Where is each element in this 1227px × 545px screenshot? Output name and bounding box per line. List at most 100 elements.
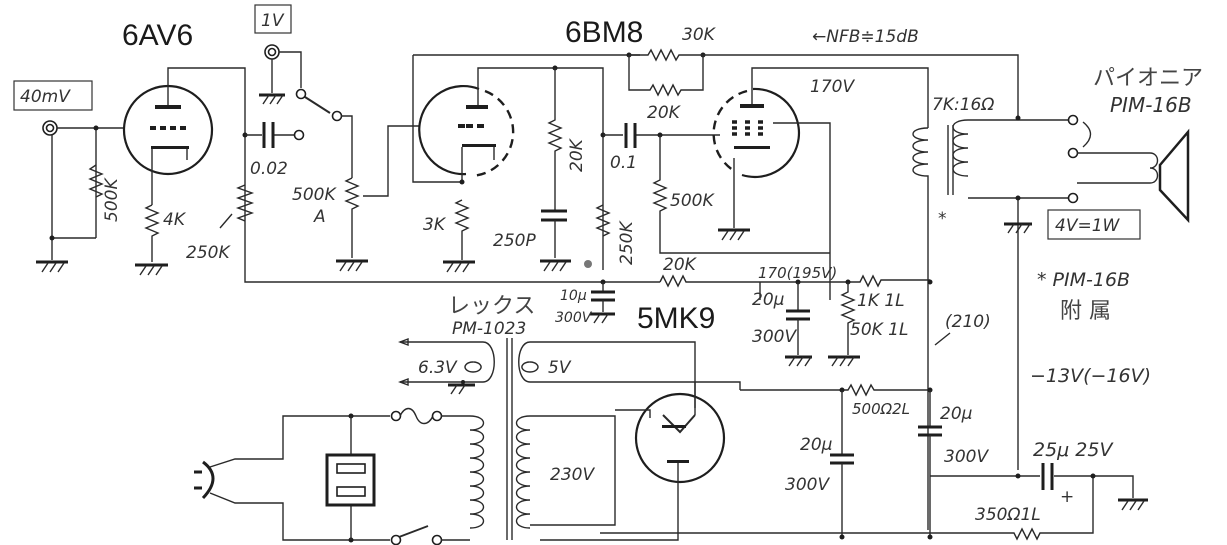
input-level-label: 40mV — [20, 87, 71, 107]
ground-icon — [336, 259, 368, 272]
resistor-4k — [144, 204, 160, 262]
resistor-20k-nfb — [628, 55, 704, 97]
label-20u-screen-voltage: 300V — [752, 327, 797, 347]
output-transformer — [912, 119, 1070, 530]
speaker-icon — [1158, 128, 1190, 224]
ground-icon — [540, 259, 571, 272]
noise-filter-box — [325, 416, 376, 540]
output-level-label: 4V=1W — [1055, 216, 1121, 236]
tube-6bm8-triode — [412, 54, 640, 270]
footnote-note: 附 属 — [1060, 299, 1111, 324]
ground-icon — [1118, 498, 1148, 511]
tube-6bm8-pentode — [712, 67, 929, 300]
label-20u-filter-2: 20μ — [940, 404, 973, 424]
speaker-maker: パイオニア — [1093, 66, 1203, 91]
capacitor-20u-screen — [785, 282, 812, 367]
label-20u-filter-1: 20μ — [800, 435, 833, 455]
aux-level-box: 1V — [254, 4, 292, 34]
label-pot-taper: A — [313, 207, 326, 227]
label-500k-input: 500K — [102, 177, 122, 222]
ground-icon — [36, 260, 68, 273]
label-300v-filter-2: 300V — [944, 447, 989, 467]
aux-level-label: 1V — [261, 11, 285, 31]
tube-label-6av6: 6AV6 — [122, 19, 193, 52]
label-350ohm: 350Ω1L — [975, 505, 1041, 525]
resistor-30k-nfb — [629, 48, 1019, 118]
label-20k-nfb: 20K — [647, 103, 682, 123]
label-10u: 10μ — [560, 288, 587, 304]
footnote-model: * PIM-16B — [1037, 269, 1130, 291]
ground-icon — [443, 260, 475, 273]
label-500k-pot: 500K — [292, 185, 337, 205]
label-bias-polarity: + — [1060, 487, 1074, 507]
ground-icon — [448, 383, 475, 395]
ground-icon — [828, 355, 860, 367]
label-20k-decoupling: 20K — [663, 255, 698, 275]
capacitor-20u-filter-2 — [918, 390, 942, 536]
ground-icon — [259, 93, 285, 105]
capacitor-250p — [541, 209, 567, 258]
resistor-500k-grid — [652, 135, 830, 254]
label-ot-ratio: 7K:16Ω — [932, 95, 994, 115]
label-5v: 5V — [548, 358, 572, 378]
power-transformer — [400, 338, 741, 540]
nfb-label: ←NFB≑15dB — [812, 27, 919, 47]
tap-jumper — [1082, 121, 1092, 148]
resistor-500k-input — [88, 164, 104, 198]
capacitor-10u — [590, 282, 615, 324]
b-plus-rail — [244, 265, 930, 300]
label-screen-voltage: 170(195V) — [758, 264, 837, 282]
power-switch[interactable] — [390, 525, 471, 545]
ground-icon — [718, 228, 750, 241]
tube-label-5mk9: 5MK9 — [637, 302, 715, 335]
input-level-box: 40mV — [13, 80, 93, 111]
pt-model: PM-1023 — [452, 319, 526, 339]
tap-terminal[interactable] — [1067, 147, 1079, 159]
label-300v-filter-1: 300V — [785, 475, 830, 495]
tube-5mk9 — [540, 382, 726, 541]
label-30k-nfb: 30K — [682, 25, 717, 45]
label-50k: 50K 1L — [850, 320, 908, 340]
label-b-plus: (210) — [945, 312, 991, 332]
tap-terminal[interactable] — [1067, 114, 1079, 126]
label-20u-screen: 20μ — [752, 290, 785, 310]
volume-pot[interactable] — [344, 125, 420, 258]
label-500ohm: 500Ω2L — [852, 400, 910, 418]
label-3k: 3K — [423, 215, 447, 235]
label-250k-plate: 250K — [186, 243, 231, 263]
label-25u: 25μ 25V — [1033, 439, 1114, 461]
resistor-250k-triode — [595, 204, 611, 237]
coupling-terminal[interactable] — [293, 129, 305, 141]
resistor-500ohm — [740, 383, 930, 397]
capacitor-25u-bias — [1041, 463, 1054, 490]
output-level-box: 4V=1W — [1047, 209, 1141, 240]
label-plate-voltage: 170V — [810, 77, 855, 97]
tube-6av6 — [122, 67, 246, 265]
resistor-50k-bleeder — [840, 282, 856, 355]
label-20k-plate: 20K — [567, 137, 587, 172]
label-230v: 230V — [550, 465, 595, 485]
resistor-250k-plate — [235, 184, 255, 222]
pt-maker: レックス — [448, 294, 535, 319]
input-selector-switch[interactable] — [295, 88, 343, 122]
label-4k: 4K — [163, 210, 187, 230]
fuse-icon — [390, 407, 470, 425]
ground-icon — [135, 263, 168, 276]
label-500k-grid: 500K — [670, 191, 715, 211]
tap-terminal[interactable] — [1067, 192, 1079, 204]
label-10u-voltage: 300V — [555, 310, 593, 326]
ground-icon — [1004, 222, 1032, 234]
label-1k: 1K 1L — [857, 291, 905, 311]
speaker-model: PIM-16B — [1110, 93, 1192, 117]
ot-asterisk: * — [938, 209, 947, 229]
capacitor-20u-filter-1 — [830, 390, 854, 538]
capacitor-0.02 — [245, 122, 294, 148]
label-250p: 250P — [493, 231, 536, 251]
label-0.02: 0.02 — [250, 159, 288, 179]
resistor-3k — [454, 199, 470, 260]
capacitor-0.1 — [603, 123, 720, 148]
mains-plug-icon — [194, 415, 390, 541]
tube-label-6bm8: 6BM8 — [565, 16, 643, 49]
label-0.1: 0.1 — [610, 153, 637, 173]
